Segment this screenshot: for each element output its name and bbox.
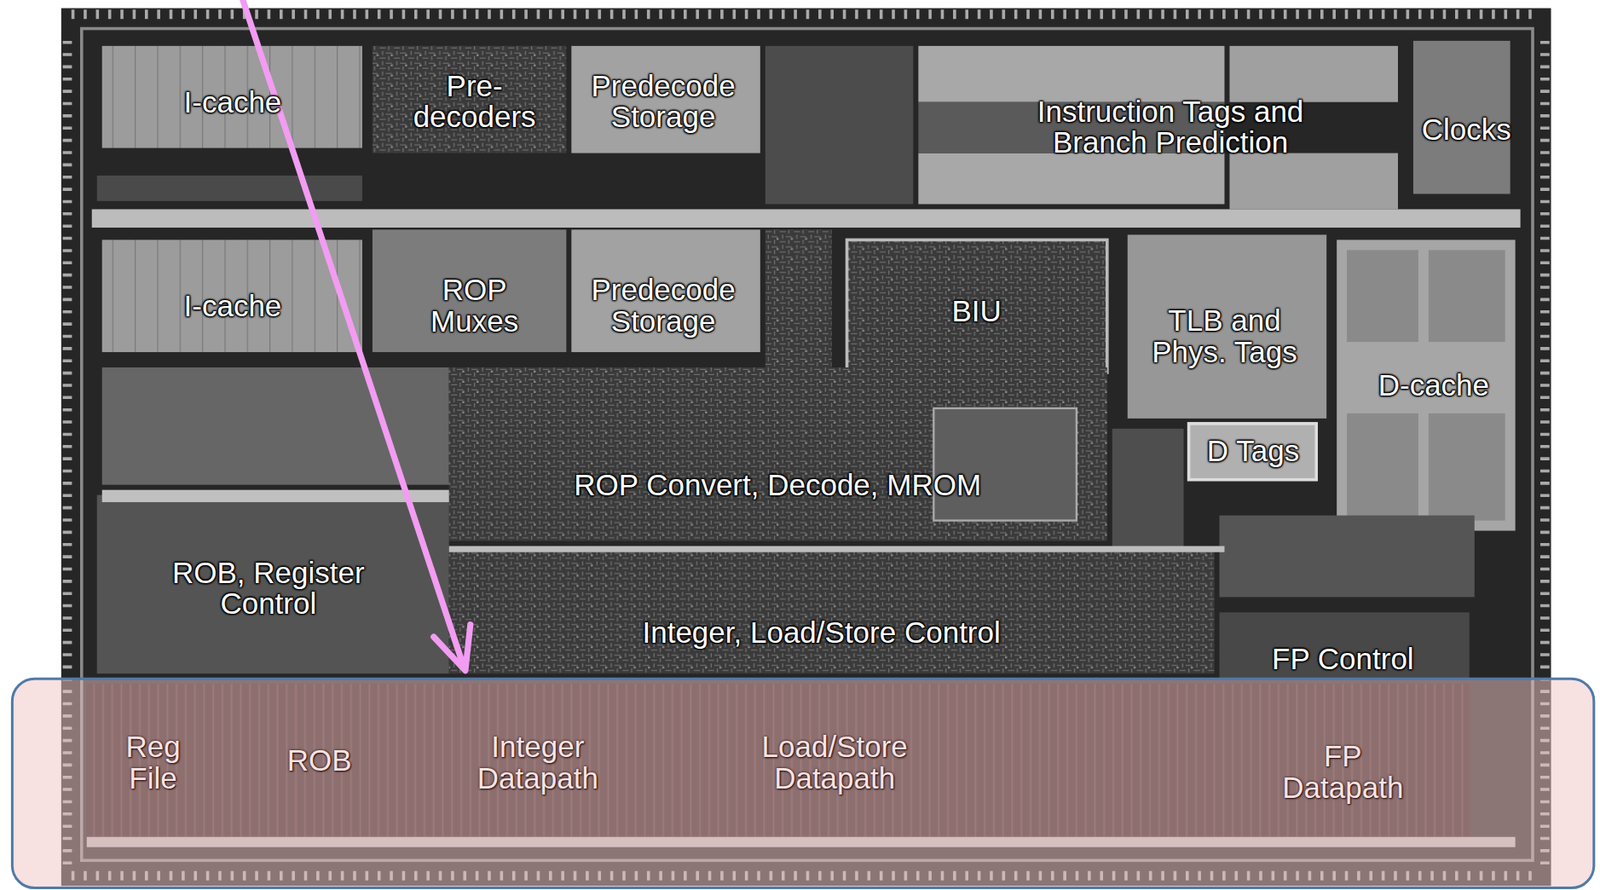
part-label: Predecode Storage <box>577 274 749 338</box>
part-label: Instruction Tags and Branch Prediction <box>1012 96 1329 160</box>
part-label: ROP Convert, Decode, MROM <box>573 468 982 501</box>
part-label: D Tags <box>1207 435 1300 468</box>
part-label: Load/Store Datapath <box>749 732 920 796</box>
part-label: I-cache <box>184 86 283 118</box>
part-label: TLB and Phys. Tags <box>1143 305 1306 369</box>
part-label: ROB <box>287 744 353 776</box>
part-label: I-cache <box>184 290 283 323</box>
part-label: ROP Muxes <box>415 274 535 338</box>
part-label: Pre- decoders <box>406 70 543 134</box>
part-label: ROB, Register Control <box>166 557 371 621</box>
part-label: Integer, Load/Store Control <box>641 617 1000 649</box>
part-label: Reg File <box>110 732 197 796</box>
part-label: FP Datapath <box>1270 740 1416 804</box>
part-label: Clocks <box>1421 114 1512 146</box>
part-label: BIU <box>951 295 1001 328</box>
part-label: FP Control <box>1271 643 1415 676</box>
part-label: Predecode Storage <box>577 70 749 134</box>
part-label: D-cache <box>1378 369 1490 402</box>
part-label: Integer Datapath <box>465 732 611 796</box>
